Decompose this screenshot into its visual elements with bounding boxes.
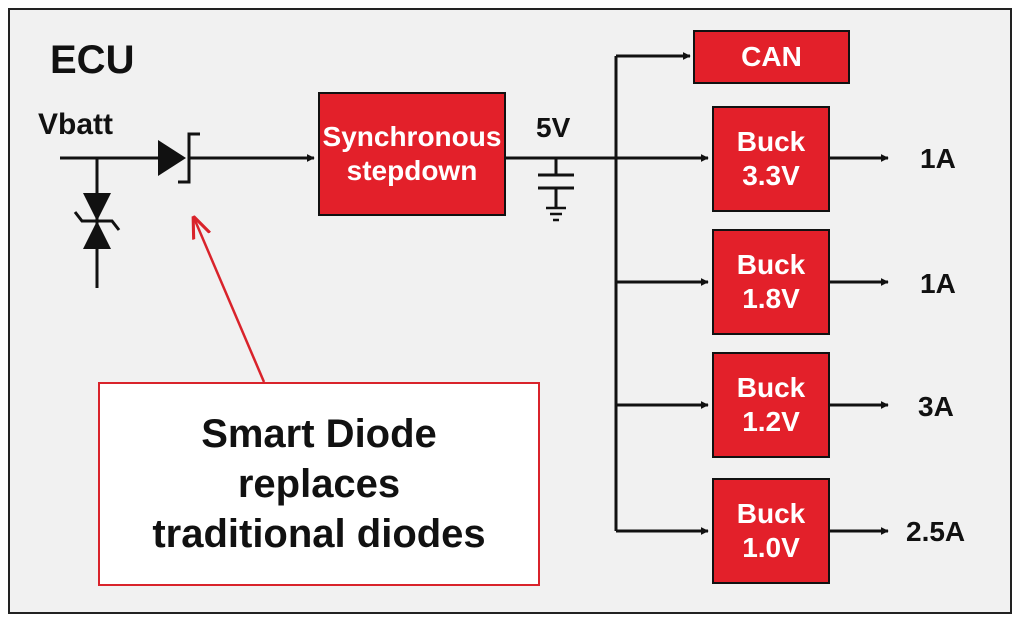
callout-line-1: Smart Diode	[201, 412, 437, 456]
buck-3v3-line-2: 3.3V	[742, 160, 800, 191]
buck-3v3-current: 1A	[920, 143, 956, 174]
buck-1v8-block: Buck 1.8V	[712, 229, 830, 335]
can-block: CAN	[693, 30, 850, 84]
callout-line-3: traditional diodes	[152, 512, 486, 556]
stepdown-line-1: Synchronous	[322, 121, 502, 153]
callout-line-2: replaces	[237, 462, 401, 506]
rail-voltage-label: 5V	[536, 112, 571, 143]
smart-diode-icon	[158, 132, 200, 184]
buck-1v2-block: Buck 1.2V	[712, 352, 830, 458]
buck-1v2-current: 3A	[918, 391, 954, 422]
buck-1v8-current: 1A	[920, 268, 956, 299]
buck-1v0-line-2: 1.0V	[742, 532, 800, 563]
can-label: CAN	[741, 41, 802, 73]
smart-diode-callout: Smart Diode replaces traditional diodes	[98, 382, 540, 586]
buck-1v2-line-1: Buck	[736, 372, 806, 404]
buck-1v0-line-1: Buck	[736, 498, 806, 530]
buck-1v2-line-2: 1.2V	[742, 406, 800, 437]
buck-1v0-current: 2.5A	[906, 516, 966, 547]
ground-icon	[546, 206, 566, 222]
ecu-label: ECU	[50, 38, 135, 82]
buck-1v8-line-2: 1.8V	[742, 283, 800, 314]
buck-3v3-block: Buck 3.3V	[712, 106, 830, 212]
buck-1v8-line-1: Buck	[736, 249, 806, 281]
synchronous-stepdown-block: Synchronous stepdown	[318, 92, 506, 216]
vbatt-label: Vbatt	[38, 108, 113, 141]
callout-pointer-arrow	[194, 218, 266, 383]
stepdown-line-2: stepdown	[346, 155, 478, 186]
buck-1v0-block: Buck 1.0V	[712, 478, 830, 584]
capacitor-icon	[538, 158, 574, 208]
tvs-diode-icon	[73, 158, 121, 288]
buck-3v3-line-1: Buck	[736, 126, 806, 158]
